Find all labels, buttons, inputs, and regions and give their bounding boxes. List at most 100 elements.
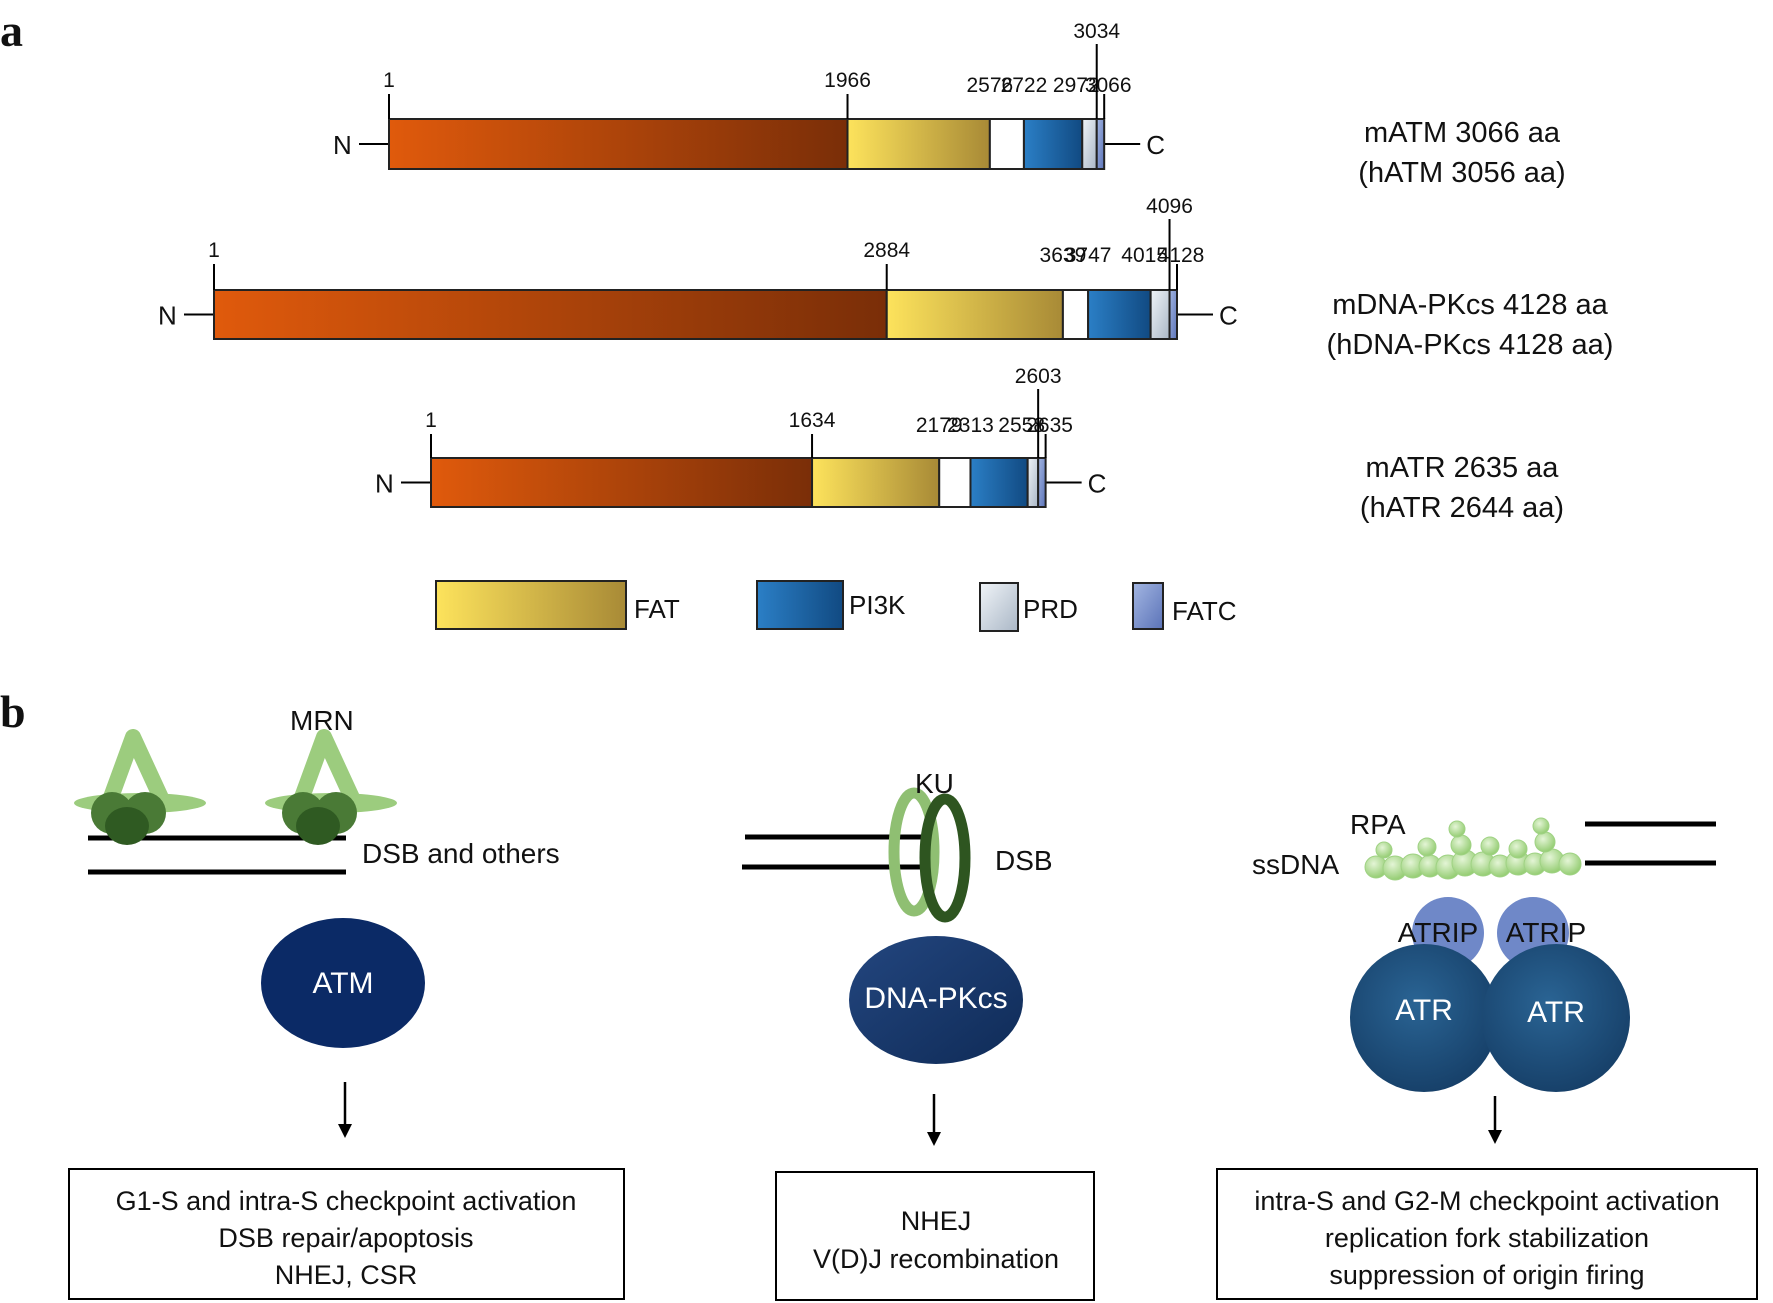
panel-a-label: a <box>0 5 23 56</box>
ku-label: KU <box>915 768 954 799</box>
boundary-label: 2576 <box>966 74 1013 97</box>
prd-domain <box>1026 457 1040 508</box>
rpa-bead <box>1450 834 1472 856</box>
rpa-label: RPA <box>1350 809 1406 840</box>
rpa-bead <box>1532 817 1550 835</box>
boundary-label: 3747 <box>1065 244 1112 267</box>
atr-kinase-right <box>1482 944 1630 1092</box>
fat-domain <box>885 289 1064 340</box>
atm-outcome-box <box>68 1168 625 1300</box>
rpa-bead <box>1558 852 1582 876</box>
dnapkcs-kinase-label: DNA-PKcs <box>864 982 1007 1015</box>
fatc-domain <box>1037 457 1047 508</box>
atr-name: mATR 2635 aa <box>1366 452 1560 484</box>
atm-pathway: MRN DSB and others ATM G1-S and intra-S … <box>68 705 625 1300</box>
n-terminal-label: N <box>158 301 177 331</box>
mrn-label: MRN <box>290 705 354 736</box>
pi3k-domain <box>1087 289 1152 340</box>
boundary-label: 4128 <box>1158 244 1205 267</box>
atm-lesion-label: DSB and others <box>362 838 560 869</box>
dnapkcs-lesion-label: DSB <box>995 845 1053 876</box>
unannotated-region <box>1061 289 1090 340</box>
dnapkcs-name: mDNA-PKcs 4128 aa <box>1332 289 1608 321</box>
legend-swatch-pi3k <box>756 580 844 630</box>
ku-ring-dark <box>919 793 971 923</box>
legend-swatch-prd <box>979 582 1019 632</box>
atm-kinase-label: ATM <box>312 967 373 1000</box>
boundary-label: 2179 <box>916 414 963 437</box>
pi3k-domain <box>969 457 1029 508</box>
atr-outcome-line-3: suppression of origin firing <box>1329 1260 1644 1290</box>
rpa-bead <box>1448 820 1466 838</box>
dnapkcs-kinase <box>849 936 1023 1064</box>
boundary-label: 2884 <box>863 239 910 262</box>
boundary-label: 4015 <box>1121 244 1168 267</box>
boundary-label: 3639 <box>1040 244 1087 267</box>
dnapkcs-outcome-line-2: V(D)J recombination <box>813 1244 1059 1274</box>
ku-ring-light <box>888 787 940 917</box>
prd-domain <box>1149 289 1171 340</box>
atr-pathway: RPA ssDNA ATRIP ATRIP ATR ATR intra-S an… <box>1216 809 1758 1300</box>
c-terminal-label: C <box>1088 469 1107 499</box>
rpa-bead <box>1534 831 1556 853</box>
atrip-left-label: ATRIP <box>1398 917 1478 948</box>
unannotated-region <box>938 457 972 508</box>
dnapkcs-arrowhead <box>927 1132 941 1146</box>
atrip-right-label: ATRIP <box>1506 917 1586 948</box>
protein-names: mATM 3066 aa (hATM 3056 aa) mDNA-PKcs 41… <box>1327 117 1614 524</box>
rpa-bead <box>1480 836 1500 856</box>
boundary-label: 4096 <box>1146 195 1193 218</box>
fat-domain <box>811 457 941 508</box>
atr-outcome-box <box>1216 1168 1758 1300</box>
panel-b-label: b <box>0 686 26 737</box>
atm-outcome-line-1: G1-S and intra-S checkpoint activation <box>116 1186 577 1216</box>
boundary-label: 2722 <box>1001 74 1048 97</box>
rpa-bead <box>1417 837 1437 857</box>
fatc-domain <box>1095 118 1106 170</box>
ssdna-label: ssDNA <box>1252 849 1339 880</box>
boundary-label: 1 <box>425 409 437 432</box>
boundary-label: 1 <box>383 69 395 92</box>
n-terminal-domain <box>213 289 888 340</box>
pi3k-domain <box>1022 118 1084 170</box>
boundary-label: 2972 <box>1053 74 1100 97</box>
atm-outcome-line-3: NHEJ, CSR <box>275 1260 418 1290</box>
atr-left-label: ATR <box>1395 994 1453 1027</box>
dnapkcs-outcome-line-1: NHEJ <box>901 1206 972 1236</box>
atr-arrowhead <box>1488 1130 1502 1144</box>
fatc-domain <box>1168 289 1179 340</box>
c-terminal-label: C <box>1219 301 1238 331</box>
boundary-label: 2313 <box>947 414 994 437</box>
atr-kinase-left <box>1350 944 1498 1092</box>
n-terminal-label: N <box>375 469 394 499</box>
dnapkcs-outcome-box <box>775 1171 1095 1301</box>
mrn-complex-right <box>265 729 397 845</box>
rpa-bead <box>1375 841 1393 859</box>
atr-outcome-line-1: intra-S and G2-M checkpoint activation <box>1254 1186 1719 1216</box>
atr-human-name: (hATR 2644 aa) <box>1360 492 1564 524</box>
atm-name: mATM 3066 aa <box>1364 117 1561 149</box>
boundary-label: 2635 <box>1026 414 1073 437</box>
atr-right-label: ATR <box>1527 996 1585 1029</box>
atm-outcome-line-2: DSB repair/apoptosis <box>218 1223 473 1253</box>
boundary-label: 1634 <box>789 409 836 432</box>
n-terminal-domain <box>430 457 814 508</box>
legend-swatch-fatc <box>1132 582 1164 630</box>
fat-domain <box>846 118 991 170</box>
c-terminal-label: C <box>1146 130 1165 160</box>
rpa-filament <box>1364 817 1582 881</box>
boundary-label: 1966 <box>824 69 871 92</box>
domain-legend: FAT PI3K PRD FATC <box>435 580 1237 632</box>
dnapkcs-human-name: (hDNA-PKcs 4128 aa) <box>1327 329 1614 361</box>
dnapkcs-pathway: KU DSB DNA-PKcs NHEJ V(D)J recombination <box>742 768 1095 1301</box>
legend-label-fat: FAT <box>634 594 680 624</box>
n-terminal-domain <box>388 118 849 170</box>
boundary-label: 2603 <box>1015 365 1062 388</box>
boundary-label: 3066 <box>1085 74 1132 97</box>
boundary-label: 3034 <box>1073 20 1120 43</box>
